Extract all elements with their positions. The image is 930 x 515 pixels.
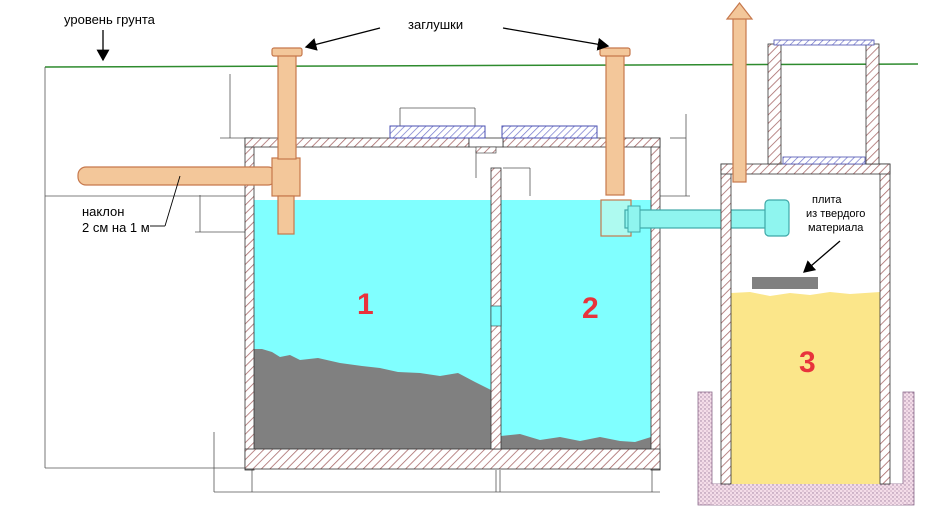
inlet-tee <box>271 157 301 197</box>
well-left-wall <box>720 163 732 485</box>
plate-label-line1: плита <box>812 194 842 206</box>
vent-pipe <box>732 17 747 183</box>
tank-right-wall <box>650 137 661 471</box>
lid-right <box>501 125 598 139</box>
pointer-arrow-icon <box>803 240 841 273</box>
pointer-arrow-icon <box>304 27 381 51</box>
chamber-2-number: 2 <box>582 292 599 325</box>
inlet-pipe <box>77 166 277 186</box>
water-chamber-2 <box>501 200 651 449</box>
slope-label-line1: наклон <box>82 204 124 219</box>
roof-hatch-collar <box>468 137 504 148</box>
riser-well-left <box>767 43 782 165</box>
plug-right <box>599 47 631 57</box>
lid-left <box>389 125 486 139</box>
ground-level-label: уровень грунта <box>64 12 156 27</box>
riser-well-right <box>865 43 880 165</box>
plate-label-line3: материала <box>808 222 864 234</box>
riser-lid-top <box>773 39 875 46</box>
outlet-elbow <box>764 199 790 237</box>
sand-fill <box>731 292 880 484</box>
pointer-arrow-icon <box>502 27 610 51</box>
slope-leader-line <box>164 175 181 227</box>
chamber-1-number: 1 <box>357 288 374 321</box>
arrow-up-icon <box>725 2 754 20</box>
sludge-chamber-2 <box>501 434 651 449</box>
plate-label-line2: из твердого <box>806 208 865 220</box>
riser-pipe-left <box>277 54 297 160</box>
chamber-3-number: 3 <box>799 346 816 379</box>
dimension-lines <box>44 67 690 493</box>
solid-plate <box>752 277 818 289</box>
ground-level-line <box>44 63 919 68</box>
tank-roof-right <box>502 137 661 148</box>
riser-pipe-right <box>605 54 625 196</box>
riser-lid-bottom <box>782 156 866 165</box>
plugs-label: заглушки <box>408 17 463 32</box>
slope-label-line2: 2 см на 1 м <box>82 220 150 235</box>
outlet-pipe <box>624 209 776 229</box>
well-right-wall <box>879 163 891 485</box>
sludge-chamber-1 <box>254 349 491 449</box>
tank-left-wall <box>244 137 255 471</box>
tank-floor <box>244 448 661 470</box>
partition-gap-lower <box>490 305 502 327</box>
plug-left <box>271 47 303 57</box>
